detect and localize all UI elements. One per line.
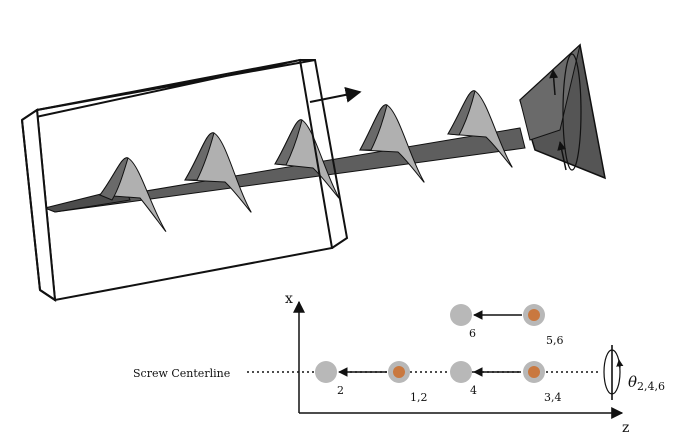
marker-4: [450, 361, 472, 383]
z-axis-label: z: [622, 420, 629, 436]
theta-label: θ2,4,6: [628, 373, 665, 393]
marker-label-6: 6: [469, 327, 476, 340]
box-back: [21, 59, 316, 121]
screw-head: [519, 43, 606, 180]
x-axis-label: x: [285, 291, 293, 307]
screw-threads: [99, 90, 513, 232]
marker-3-4: [523, 361, 545, 383]
box-front: [20, 58, 349, 302]
marker-6: [450, 304, 472, 326]
marker-1-2: [388, 361, 410, 383]
theta-symbol: θ: [628, 373, 637, 391]
theta-subscript: 2,4,6: [637, 380, 665, 393]
rotation-icon: [603, 345, 624, 400]
screw-centerline-label: Screw Centerline: [133, 367, 230, 380]
marker-label-2: 2: [337, 384, 344, 397]
marker-2: [315, 361, 337, 383]
screw-illustration: [20, 43, 606, 302]
coordinate-diagram: x z Screw Centerline: [133, 291, 665, 436]
marker-5-6: [523, 304, 545, 326]
marker-label-4: 4: [470, 384, 477, 397]
marker-label-3-4: 3,4: [544, 391, 562, 404]
motion-arrow: [309, 86, 362, 103]
screw-body: [43, 43, 606, 232]
marker-label-1-2: 1,2: [410, 391, 428, 404]
marker-label-5-6: 5,6: [546, 334, 564, 347]
